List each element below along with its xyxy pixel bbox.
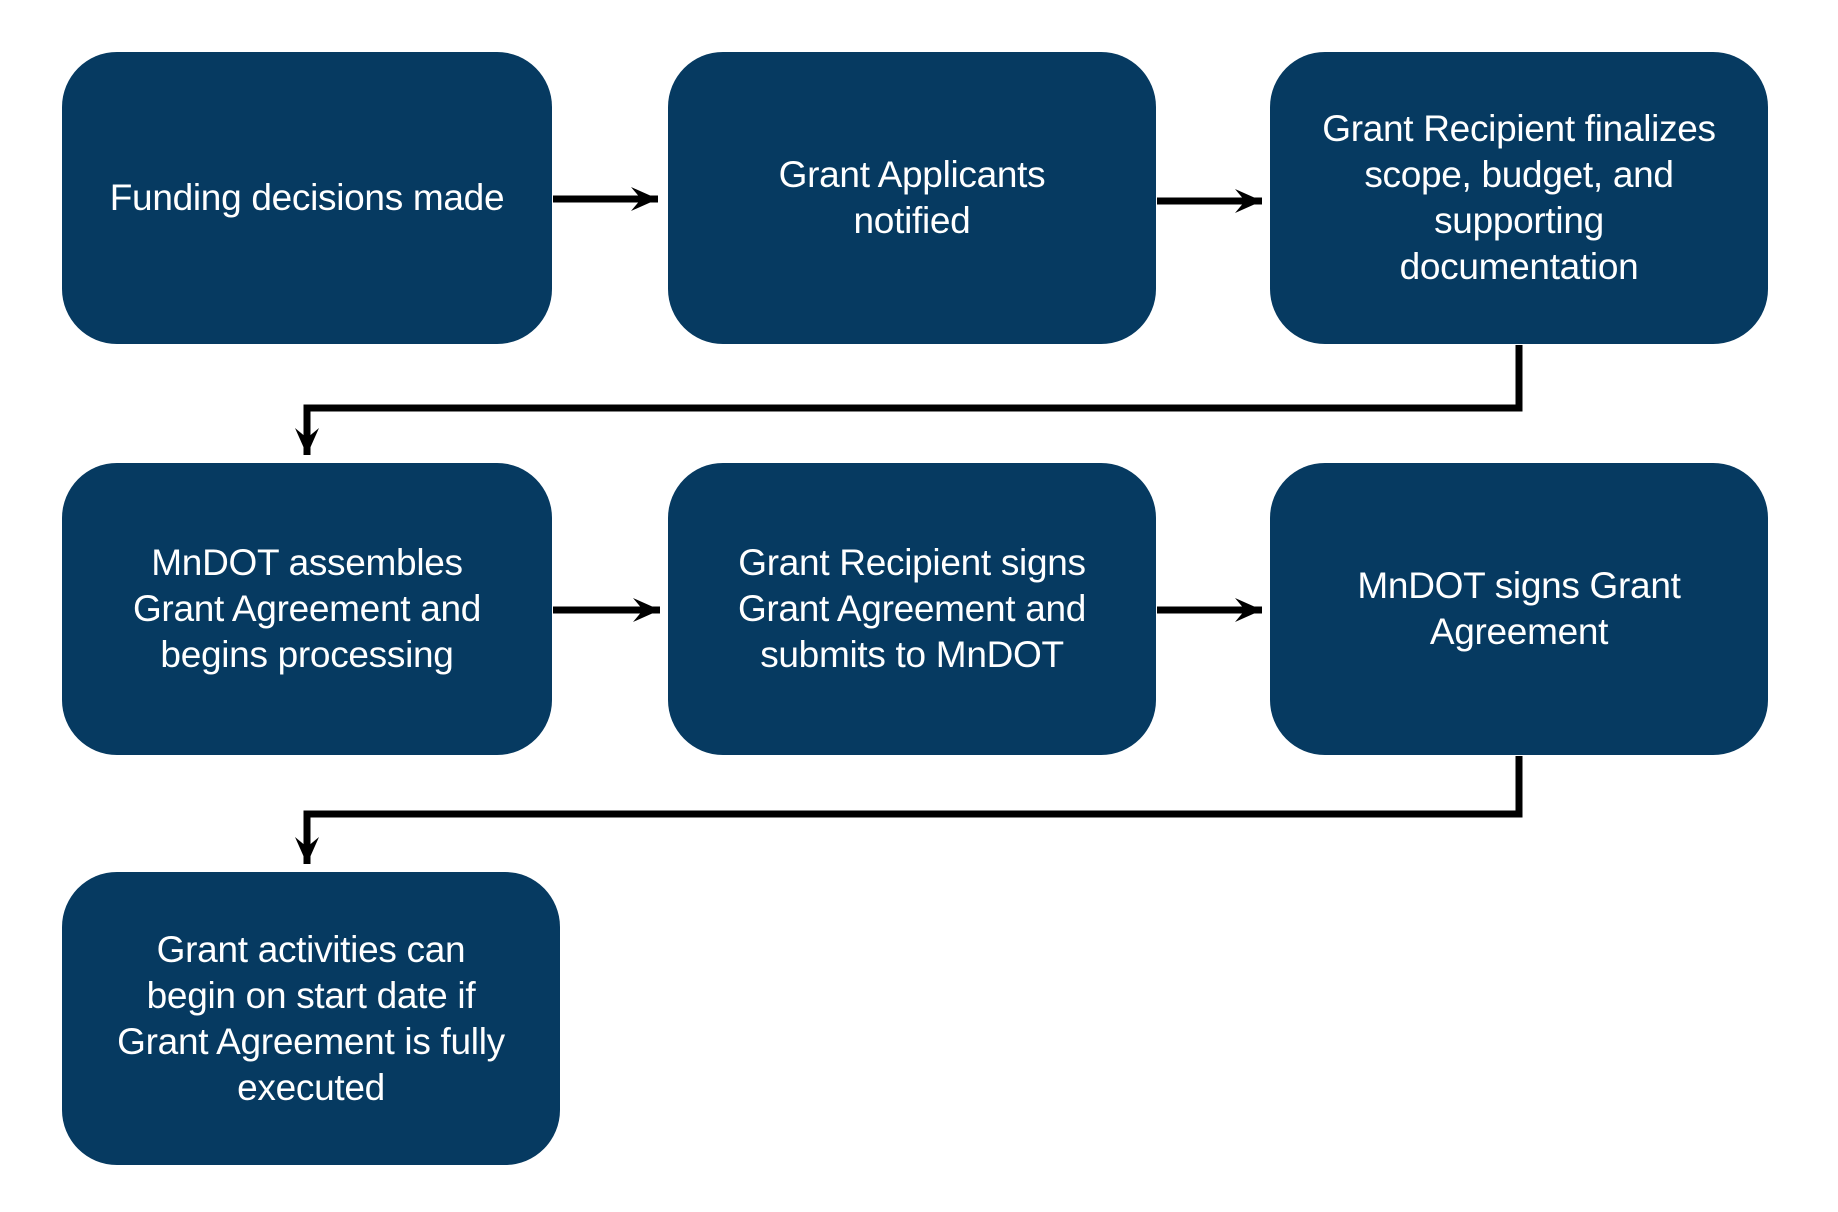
node-text-line: Grant Agreement is fully xyxy=(117,1020,505,1062)
node-text-line: executed xyxy=(237,1066,385,1108)
node-text-line: begins processing xyxy=(160,634,454,675)
flow-node-mndot-signs: MnDOT signs Grant Agreement xyxy=(1270,463,1768,755)
connector-mndot-signs-to-activities xyxy=(295,756,1523,864)
node-text-line: documentation xyxy=(1399,246,1639,287)
flow-node-mndot-assembles: MnDOT assembles Grant Agreement and begi… xyxy=(62,463,552,755)
node-text-line: Grant Agreement and xyxy=(132,588,482,629)
node-text-line: Funding decisions made xyxy=(109,177,505,218)
node-text-line: Agreement xyxy=(1429,611,1609,652)
node-text-line: Grant Applicants xyxy=(778,154,1046,195)
flow-node-grant-activities-begin: Grant activities can begin on start date… xyxy=(62,872,560,1165)
flow-node-grant-recipient-signs: Grant Recipient signs Grant Agreement an… xyxy=(668,463,1156,755)
node-text-line: begin on start date if xyxy=(146,974,476,1016)
node-text-line: submits to MnDOT xyxy=(760,634,1064,675)
node-text-line: supporting xyxy=(1434,200,1604,241)
node-text-line: scope, budget, and xyxy=(1364,154,1674,195)
flow-node-grant-applicants-notified: Grant Applicants notified xyxy=(668,52,1156,344)
node-text-line: Grant Agreement and xyxy=(737,588,1087,629)
node-text-line: Grant Recipient finalizes xyxy=(1322,108,1716,149)
node-text-line: Grant activities can xyxy=(156,928,466,970)
connector-finalizes-to-assembles xyxy=(295,345,1523,455)
node-text-line: notified xyxy=(853,200,971,241)
flow-node-grant-recipient-finalizes: Grant Recipient finalizes scope, budget,… xyxy=(1270,52,1768,344)
flow-node-funding-decisions-made: Funding decisions made xyxy=(62,52,552,344)
node-text-line: Grant Recipient signs xyxy=(738,542,1086,583)
node-text-line: MnDOT assembles xyxy=(151,542,463,583)
node-text-line: MnDOT signs Grant xyxy=(1357,565,1681,606)
